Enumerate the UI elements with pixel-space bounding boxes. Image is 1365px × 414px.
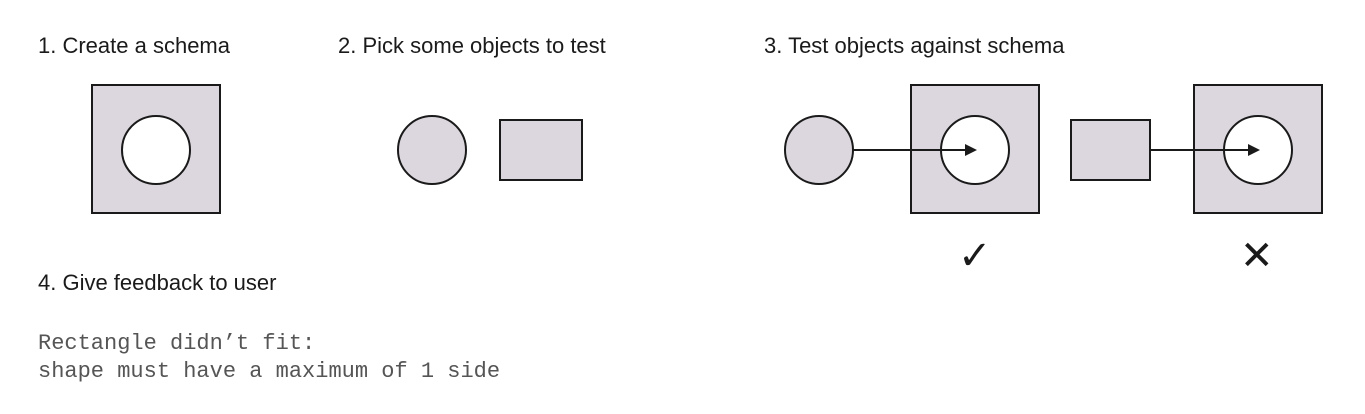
test-object-rectangle (499, 119, 583, 181)
step-2-title: 2. Pick some objects to test (338, 33, 606, 58)
fail-cross-mark: ✕ (1240, 234, 1274, 278)
step-3-title: 3. Test objects against schema (764, 33, 1065, 58)
step-4-title: 4. Give feedback to user (38, 270, 277, 295)
pass-check-mark: ✓ (958, 234, 992, 278)
step-1-title: 1. Create a schema (38, 33, 230, 58)
tested-circle (784, 115, 854, 185)
schema-circle-slot (121, 115, 191, 185)
feedback-line-1: Rectangle didn’t fit: (38, 331, 316, 356)
test-object-circle (397, 115, 467, 185)
feedback-line-2: shape must have a maximum of 1 side (38, 359, 501, 384)
tested-rectangle (1070, 119, 1151, 181)
